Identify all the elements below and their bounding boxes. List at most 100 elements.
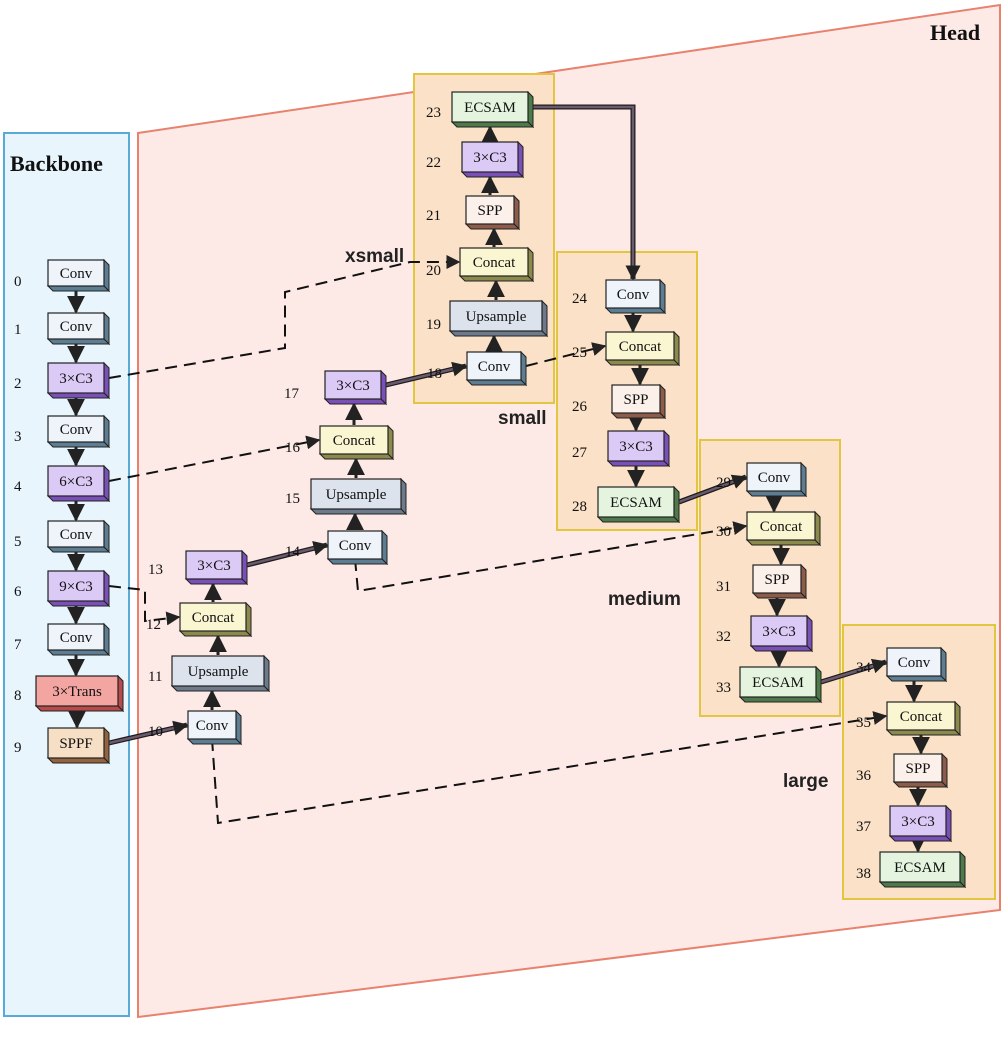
layer-index-7: 7 <box>14 637 22 653</box>
block-side-face <box>400 477 407 516</box>
block-front-face <box>605 331 675 361</box>
layer-block-22: 3×C3 <box>460 140 525 179</box>
block-bottom-face <box>46 338 111 345</box>
block-side-face <box>103 569 110 608</box>
layer-block-15: Upsample <box>309 477 408 516</box>
layer-index-22: 22 <box>426 155 441 171</box>
block-front-face <box>879 851 961 883</box>
layer-block-33: ECSAM <box>738 665 823 704</box>
layer-index-13: 13 <box>148 562 163 578</box>
layer-index-26: 26 <box>572 399 588 415</box>
layer-block-26: SPP <box>610 383 667 420</box>
block-side-face <box>959 850 966 889</box>
scale-label-small: small <box>498 408 547 429</box>
layer-name: Concat <box>333 433 376 449</box>
layer-block-32: 3×C3 <box>749 614 814 653</box>
layer-block-1: Conv <box>46 311 111 346</box>
block-front-face <box>47 312 105 340</box>
block-bottom-face <box>309 508 408 515</box>
layer-index-37: 37 <box>856 819 872 835</box>
layer-index-28: 28 <box>572 499 587 515</box>
block-bottom-face <box>606 460 671 467</box>
block-side-face <box>517 140 524 179</box>
block-front-face <box>746 462 802 492</box>
block-bottom-face <box>46 649 111 656</box>
layer-block-8: 3×Trans <box>34 674 125 713</box>
block-bottom-face <box>34 705 125 712</box>
block-bottom-face <box>326 558 389 565</box>
layer-block-0: Conv <box>46 258 111 293</box>
block-front-face <box>459 247 529 277</box>
block-bottom-face <box>186 738 243 745</box>
block-bottom-face <box>460 171 525 178</box>
flow-edge-33-34 <box>820 658 888 684</box>
block-side-face <box>263 654 270 693</box>
layer-block-5: Conv <box>46 519 111 554</box>
layer-block-18: Conv <box>465 350 528 387</box>
layer-block-34: Conv <box>885 646 948 683</box>
layer-name: SPP <box>905 761 930 777</box>
block-front-face <box>605 279 661 309</box>
layer-index-24: 24 <box>572 291 588 307</box>
layer-block-16: Concat <box>318 424 395 461</box>
layer-name: Conv <box>617 287 650 303</box>
layer-name: 9×C3 <box>59 579 92 595</box>
layer-name: 3×C3 <box>336 378 369 394</box>
flow-edge-23-24 <box>533 105 641 281</box>
flow-edge-9-10 <box>108 720 189 745</box>
block-front-face <box>185 550 243 580</box>
layer-name: Upsample <box>326 487 387 503</box>
block-front-face <box>746 511 816 541</box>
block-bottom-face <box>46 392 111 399</box>
block-front-face <box>327 530 383 560</box>
block-front-face <box>47 465 105 497</box>
skip-edge-4-16 <box>108 435 321 482</box>
block-bottom-face <box>888 835 953 842</box>
block-side-face <box>117 674 124 713</box>
layer-block-21: SPP <box>464 194 521 231</box>
skip-edge-14-30 <box>354 521 748 593</box>
layer-name: Conv <box>60 319 93 335</box>
layer-name: Conv <box>60 266 93 282</box>
block-bottom-face <box>878 881 967 888</box>
layer-name: Concat <box>473 255 516 271</box>
layer-name: 6×C3 <box>59 474 92 490</box>
block-front-face <box>319 425 389 455</box>
block-side-face <box>103 726 110 765</box>
block-side-face <box>945 804 952 843</box>
block-bottom-face <box>46 285 111 292</box>
block-bottom-face <box>46 495 111 502</box>
block-front-face <box>739 666 817 698</box>
block-bottom-face <box>892 781 949 788</box>
layer-name: 3×C3 <box>762 624 795 640</box>
block-front-face <box>449 300 543 332</box>
layer-block-13: 3×C3 <box>184 549 249 586</box>
backbone-title: Backbone <box>10 151 103 176</box>
flow-edge-17-18 <box>385 361 468 387</box>
layer-block-24: Conv <box>604 278 667 315</box>
layer-index-27: 27 <box>572 445 588 461</box>
layer-name: Conv <box>898 655 931 671</box>
scale-label-medium: medium <box>608 589 681 610</box>
layer-index-16: 16 <box>285 440 301 456</box>
layer-name: Conv <box>60 527 93 543</box>
layer-name: Concat <box>192 610 235 626</box>
layer-index-2: 2 <box>14 376 22 392</box>
block-bottom-face <box>604 307 667 314</box>
layer-block-7: Conv <box>46 622 111 657</box>
block-bottom-face <box>450 121 535 128</box>
layer-name: Conv <box>196 718 229 734</box>
layer-name: Conv <box>478 359 511 375</box>
layer-index-3: 3 <box>14 429 22 445</box>
block-front-face <box>461 141 519 173</box>
layer-index-17: 17 <box>284 386 300 402</box>
block-bottom-face <box>745 490 808 497</box>
layer-index-38: 38 <box>856 866 871 882</box>
block-side-face <box>103 361 110 400</box>
layer-index-0: 0 <box>14 274 22 290</box>
layer-index-19: 19 <box>426 317 441 333</box>
layer-index-6: 6 <box>14 584 22 600</box>
layer-name: Conv <box>60 422 93 438</box>
layer-block-2: 3×C3 <box>46 361 111 400</box>
